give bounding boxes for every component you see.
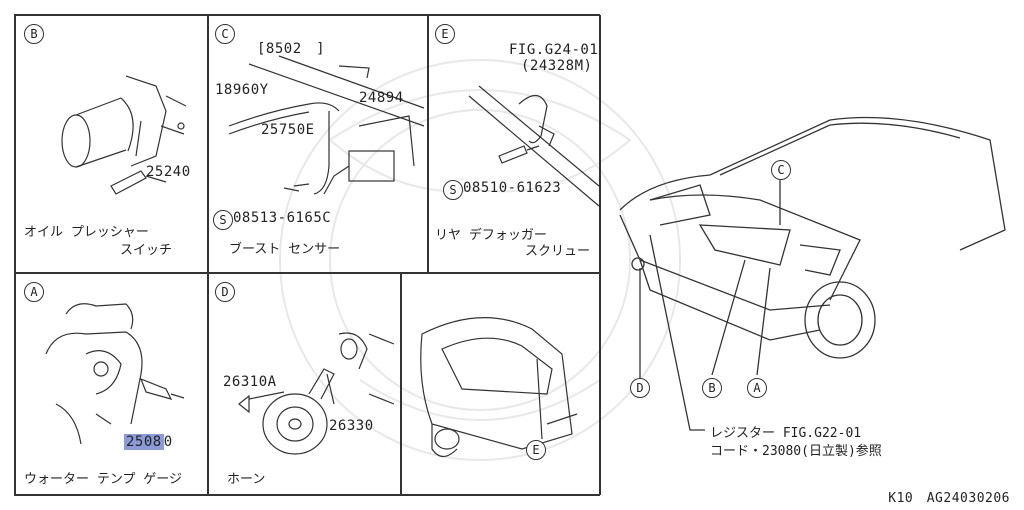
- callout-e: E: [526, 440, 546, 460]
- panel-letter: A: [24, 282, 44, 302]
- panel-e: E FIG.G24-01 (24328M) S 08510-61623 リヤ デ…: [428, 15, 601, 273]
- horn-drawing: [238, 332, 395, 455]
- part-number-26330: 26330: [329, 418, 374, 434]
- panel-letter: E: [435, 24, 455, 44]
- panel-letter: D: [215, 282, 235, 302]
- car-callout-b: B: [702, 378, 722, 398]
- s-mark-icon: S: [213, 210, 233, 230]
- note-line1: レジスター FIG.G22-01: [710, 426, 862, 441]
- bolt-number: 08513-6165C: [233, 210, 332, 226]
- note-line2: コード・23080(日立製)参照: [710, 444, 882, 459]
- caption-line2: スクリュー: [525, 244, 591, 259]
- water-temp-gauge-drawing: [45, 303, 185, 445]
- part-number-highlight: 2508: [124, 434, 164, 450]
- car-callout-d: D: [630, 378, 650, 398]
- caption: ブースト センサー: [229, 242, 341, 257]
- caption: ウォーター テンプ ゲージ: [24, 472, 183, 487]
- figure-subreference: (24328M): [521, 58, 593, 74]
- s-mark-icon: S: [443, 180, 463, 200]
- figure-reference: FIG.G24-01: [509, 42, 599, 58]
- rear-defogger-screw-drawing: [468, 85, 600, 207]
- panel-letter: B: [24, 24, 44, 44]
- part-number-26310a: 26310A: [223, 374, 277, 390]
- oil-pressure-switch-drawing: [61, 75, 187, 195]
- boost-sensor-drawing: [228, 55, 425, 195]
- parts-grid: B 25240 オイル プレッシャー スイッチ C: [14, 14, 601, 496]
- car-callout-a: A: [747, 378, 767, 398]
- panel-c: C [8502 ] 18960Y 24894 25750E S 08513-61…: [208, 15, 428, 273]
- panel-d: D 26310A 26330 ホーン: [208, 273, 401, 495]
- part-number: 25240: [146, 164, 191, 180]
- diagram-code: K10 AG24030206: [888, 491, 1010, 506]
- panel-rear-hatch: E: [401, 273, 601, 495]
- part-number-tail: 0: [163, 434, 173, 450]
- reference-code: [8502 ]: [257, 41, 326, 57]
- rear-hatch-drawing: [420, 317, 578, 458]
- part-number-25750e: 25750E: [261, 122, 315, 138]
- part-number-24894: 24894: [359, 90, 404, 106]
- caption-line1: リヤ デフォッガー: [435, 228, 547, 243]
- bolt-number: 08510-61623: [463, 180, 562, 196]
- car-callout-c: C: [771, 160, 791, 180]
- caption: ホーン: [227, 472, 266, 487]
- caption-line2: スイッチ: [120, 243, 173, 258]
- caption-line1: オイル プレッシャー: [24, 225, 149, 240]
- part-number-18960y: 18960Y: [215, 82, 269, 98]
- panel-letter: C: [215, 24, 235, 44]
- panel-b: B 25240 オイル プレッシャー スイッチ: [15, 15, 208, 273]
